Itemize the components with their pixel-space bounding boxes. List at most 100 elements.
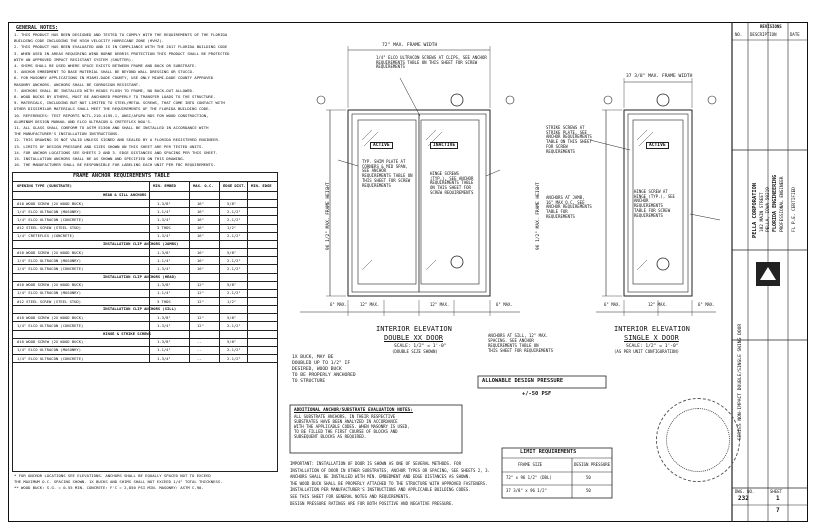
table-section-title: HINGE & STRIKE SCREWS xyxy=(103,330,152,336)
table-cell: 1/4" ELCO ULTRACON (MASONRY) xyxy=(17,347,82,353)
table-cell: 16" xyxy=(197,200,204,206)
table-cell: 12" xyxy=(197,290,204,296)
general-note-line: 3. WHEN USED IN AREAS REQUIRING WIND BOR… xyxy=(14,50,230,56)
active-leaf xyxy=(357,119,417,285)
table-cell: 16" xyxy=(197,265,204,271)
single-width-dim: 37 3/8" MAX. FRAME WIDTH xyxy=(626,74,693,79)
table-cell: 1/4" ELCO ULTRACON (CONCRETE) xyxy=(17,265,84,271)
table-cell: 1/4" ELCO ULTRACON (MASONRY) xyxy=(17,257,82,263)
single-door-frame xyxy=(623,109,693,297)
table-cell: 12" xyxy=(197,298,204,304)
table-cell: 12" xyxy=(197,322,204,328)
table-cell: 1-3/4" xyxy=(157,355,171,361)
note-line: REQUIREMENTS TABLE ON xyxy=(488,343,539,348)
note-line: TO BE PROPERLY ANCHORED xyxy=(292,373,356,378)
table-rule xyxy=(13,191,277,192)
general-note-line: 11. ALL GLASS SHALL CONFORM TO ASTM E130… xyxy=(14,125,209,130)
table-column-rule xyxy=(149,181,150,363)
table-cell: 1/2" xyxy=(227,298,237,304)
table-section-title: INSTALLATION CLIP ANCHORS (SILL) xyxy=(103,306,177,312)
double-height-dim: 96 1/2" MAX. FRAME HEIGHT xyxy=(326,182,331,250)
limit-row-size: 72" x 96 1/2" (DBL) xyxy=(506,475,552,480)
table-rule xyxy=(13,264,277,266)
table-header-cell: MAX. O.C. xyxy=(193,183,214,188)
dwg-no: 232 xyxy=(738,495,749,502)
note-line: SUBSTRATES HAVE BEEN ANALYZED IN ACCORDA… xyxy=(294,419,398,424)
general-note-line: WITH AN APPROVED IMPACT RESISTANT SYSTEM… xyxy=(14,56,134,62)
general-note-line: 12. THIS DRAWING IS NOT VALID UNLESS SIG… xyxy=(14,137,221,143)
general-note-line: 2. THIS PRODUCT HAS BEEN EVALUATED AND I… xyxy=(14,44,228,50)
limit-row-size: 37 3/8" x 96 1/2" xyxy=(506,488,547,493)
single-scale-note: (AS PER UNIT CONFIGURATION) xyxy=(614,349,680,354)
table-rule xyxy=(13,240,277,241)
company-name: PELLA CORPORATION xyxy=(752,182,758,238)
double-width-dim: 72" MAX. FRAME WIDTH xyxy=(382,43,438,48)
note-line: TO BE FILLED THE FIRST COURSE OF BLOCKS … xyxy=(294,429,398,434)
general-note-line: 5. ANCHOR EMBEDMENT TO BASE MATERIAL SHA… xyxy=(14,69,195,75)
table-cell: 1-3/4" xyxy=(157,216,171,222)
table-cell: 1-3/8" xyxy=(157,249,171,255)
anchor-table-title: FRAME ANCHOR REQUIREMENTS TABLE xyxy=(73,173,170,179)
table-cell: 16" xyxy=(197,208,204,214)
rev-col-date: DATE xyxy=(790,32,800,37)
engineer-line-2: FL P.E. CERTIFIED xyxy=(792,187,797,232)
table-cell: 2-1/2" xyxy=(227,265,241,271)
wood-buck-note: 1X BUCK, MAY BE DOUBLED UP TO 1/2" IF DE… xyxy=(292,355,372,395)
table-header-cell: OPENING TYPE (SUBSTRATE) xyxy=(17,183,72,188)
footnote-line: ** WOOD BUCK: S.G. = 0.55 MIN. CONCRETE:… xyxy=(14,485,204,490)
table-cell: 1-1/4" xyxy=(157,290,171,296)
table-rule xyxy=(13,215,277,217)
table-cell: 2-1/2" xyxy=(227,257,241,263)
general-note-line: 4. SHIMS SHALL BE USED WHERE SPACE EXIST… xyxy=(14,63,197,68)
note-line: THIS SHEET FOR REQUIREMENTS xyxy=(488,348,554,353)
table-cell: 1/4" CRETEFLEX (CONCRETE) xyxy=(17,233,75,239)
table-cell: 5/8" xyxy=(227,314,237,320)
footnote-line: * FOR ANCHOR LOCATIONS SEE ELEVATIONS. A… xyxy=(14,473,211,478)
bottom-note-line: ANCHORS SHALL BE INSTALLED WITH MIN. EMB… xyxy=(290,474,471,480)
table-cell: 1-3/8" xyxy=(157,200,171,206)
note-line: SPACING. SEE ANCHOR xyxy=(488,338,534,343)
table-cell: -- xyxy=(197,355,202,361)
general-note-line: 14. FOR ANCHOR LOCATIONS SEE SHEETS 2 AN… xyxy=(14,149,218,155)
table-cell: 1-1/4" xyxy=(157,208,171,214)
single-left-callout: STRIKE SCREWS AT STRIKE PLATE, SEE ANCHO… xyxy=(546,125,592,154)
company-logo xyxy=(756,262,780,286)
general-note-line: 6. FOR MASONRY APPLICATIONS IN MIAMI-DAD… xyxy=(14,75,214,81)
general-note-line: ALUMINUM DESIGN MANUAL AND ELCO ULTRACON… xyxy=(14,118,153,124)
general-note-line: OTHER DISSIMILAR MATERIALS SHALL MEET TH… xyxy=(14,106,211,112)
table-rule xyxy=(13,329,277,331)
table-cell: 5/8" xyxy=(227,249,237,255)
limit-row-dp: 50 xyxy=(586,475,591,480)
table-cell: 16" xyxy=(197,249,204,255)
general-note-line: 16. THE MANUFACTURER SHALL BE RESPONSIBL… xyxy=(14,162,216,168)
table-rule xyxy=(13,321,277,323)
general-note-line: 9. MATERIALS, INCLUDING BUT NOT LIMITED … xyxy=(14,100,225,106)
engineer-line-1: PROFESSIONAL ENGINEER xyxy=(780,176,785,232)
general-note-line: 7. ANCHORS SHALL BE INSTALLED WITH HEADS… xyxy=(14,87,195,93)
bottom-note-line: THE WOOD BUCK SHALL BE PROPERLY ATTACHED… xyxy=(290,480,488,486)
table-header-cell: MIN. EMBED xyxy=(153,183,176,188)
table-header-cell: EDGE DIST. xyxy=(223,183,246,188)
table-cell: 2-1/2" xyxy=(227,208,241,214)
table-section-title: HEAD & SILL ANCHORS xyxy=(103,192,147,197)
general-note-line: MASONRY ANCHORS. ANCHORS SHALL BE CORROS… xyxy=(14,81,141,87)
table-cell: 2-1/2" xyxy=(227,290,241,296)
inactive-leaf xyxy=(420,119,480,285)
anchor-table-footnotes: * FOR ANCHOR LOCATIONS SEE ELEVATIONS. A… xyxy=(14,473,278,514)
bottom-note-line: INSTALLATION PER MANUFACTURER'S INSTRUCT… xyxy=(290,487,471,493)
table-cell: 2-1/2" xyxy=(227,233,241,239)
bottom-note-line: SEE THIS SHEET FOR GENERAL NOTES AND REQ… xyxy=(290,494,411,499)
table-column-rule xyxy=(189,181,190,363)
table-cell: 12" xyxy=(197,282,204,288)
table-section-title: INSTALLATION CLIP ANCHORS (JAMBS) xyxy=(103,241,179,246)
general-note-line: BUILDING CODE INCLUDING THE HIGH VELOCIT… xyxy=(14,38,164,44)
table-rule xyxy=(13,313,277,315)
table-cell: 1-3/8" xyxy=(157,314,171,320)
double-door-frame xyxy=(347,109,491,297)
single-active-label: ACTIVE xyxy=(646,142,669,150)
table-rule xyxy=(13,337,277,339)
double-left-callout: TYP. SHIM PLATE AT CORNERS & MID SPAN, S… xyxy=(362,159,413,188)
note-line: ANCHORS AT SILL, 12" MAX. xyxy=(488,333,549,338)
table-cell: 1/2" xyxy=(227,225,237,231)
single-anchor-note: ANCHORS AT JAMB, 16" MAX O.C. SEE ANCHOR… xyxy=(546,195,592,219)
